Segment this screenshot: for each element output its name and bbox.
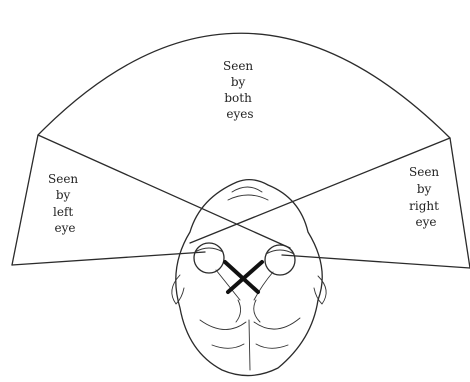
label-seen-by-left-eye: Seen by left eye: [48, 172, 82, 235]
head-outline: [172, 180, 326, 376]
right-field-lower-boundary: [282, 255, 470, 268]
both-line-1: Seen: [223, 59, 253, 73]
optic-chiasm-cross-b: [228, 262, 262, 292]
left-line-1: Seen: [48, 172, 78, 186]
right-field-upper-boundary: [190, 138, 450, 243]
right-line-4: eye: [416, 215, 437, 229]
left-eye: [194, 243, 224, 273]
right-line-1: Seen: [409, 165, 439, 179]
right-line-3: right: [409, 199, 439, 213]
both-line-3: both: [224, 91, 252, 105]
right-eye: [265, 245, 295, 275]
left-line-3: left: [53, 205, 73, 219]
both-line-4: eyes: [226, 107, 253, 121]
label-seen-by-both-eyes: Seen by both eyes: [223, 59, 257, 121]
label-seen-by-right-eye: Seen by right eye: [409, 165, 443, 229]
left-field-lower-boundary: [12, 252, 205, 265]
left-line-4: eye: [55, 221, 76, 235]
right-line-2: by: [417, 182, 432, 196]
optic-pathways: [216, 262, 273, 322]
both-line-2: by: [231, 75, 246, 89]
left-line-2: by: [56, 188, 71, 202]
left-field-upper-boundary: [38, 135, 290, 248]
